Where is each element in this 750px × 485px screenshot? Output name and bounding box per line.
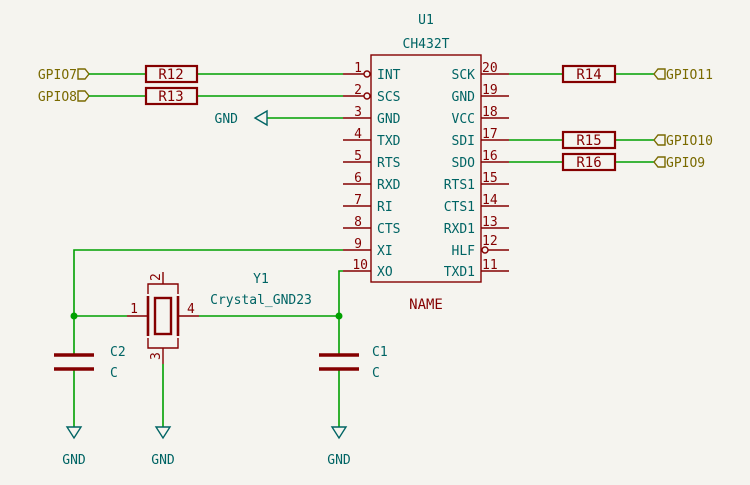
u1-pin-10-num: 10 [352,258,368,273]
r13-ref: R13 [158,89,183,105]
u1-pin-20-name: SCK [452,68,476,83]
u1-pin-18-num: 18 [482,105,498,120]
u1-pin-7-num: 7 [354,193,362,208]
u1-ref: U1 [418,13,434,28]
gpio10-port[interactable]: GPIO10 [653,134,713,149]
gnd-label-c2: GND [62,453,86,468]
y1-pin-2-num: 2 [149,273,164,281]
gnd-symbol-c1: GND [327,426,351,468]
gpio9-label: GPIO9 [666,156,705,171]
u1-pin-4-name: TXD [377,134,401,149]
u1-pin-5-num: 5 [354,149,362,164]
junction-xi [70,312,78,320]
u1-pin-12-name: HLF [452,244,476,259]
u1-pin-6-num: 6 [354,171,362,186]
u1-pin-14-num: 14 [482,193,498,208]
r16-ref: R16 [576,155,601,171]
u1-pin-8-name: CTS [377,222,400,237]
c2-ref: C2 [110,345,126,360]
u1-pin-5-name: RTS [377,156,400,171]
u1-pin-13-num: 13 [482,215,498,230]
wire-xi [73,249,343,316]
u1-pin-1-name: INT [377,68,401,83]
gpio11-label: GPIO11 [666,68,713,83]
u1-pin-14-name: CTS1 [444,200,475,215]
r12-ref: R12 [158,67,183,83]
r15-ref: R15 [576,133,601,149]
u1-ic[interactable]: U1 CH432T NAME 1 2 3 4 5 6 7 [343,13,509,313]
u1-pin-2-num: 2 [354,83,362,98]
r14-ref: R14 [576,67,601,83]
c1-ref: C1 [372,345,388,360]
gpio10-label: GPIO10 [666,134,713,149]
gpio7-label: GPIO7 [38,68,77,83]
u1-pin-8-num: 8 [354,215,362,230]
junction-xo [335,312,343,320]
gpio7-port[interactable]: GPIO7 [38,68,90,83]
r14-resistor[interactable]: R14 [561,64,617,84]
y1-ref: Y1 [253,272,269,287]
gpio9-port[interactable]: GPIO9 [653,156,705,171]
u1-pin-1-num: 1 [354,61,362,76]
u1-pin-19-num: 19 [482,83,498,98]
y1-pin-1-num: 1 [130,302,138,317]
u1-pin-10-name: XO [377,265,393,280]
u1-pin-9-name: XI [377,244,393,259]
gnd-label-y1: GND [151,453,175,468]
u1-pin-9-num: 9 [354,237,362,252]
y1-pin-4-num: 4 [187,302,195,317]
u1-pin-17-num: 17 [482,127,498,142]
gnd-label-pin3: GND [215,112,239,127]
u1-pin-13-name: RXD1 [444,222,475,237]
u1-pin-16-name: SDO [452,156,476,171]
u1-pin-4-num: 4 [354,127,362,142]
y1-pin-3-num: 3 [149,352,164,360]
u1-pin-15-num: 15 [482,171,498,186]
c2-capacitor[interactable]: C2 C [54,345,126,381]
u1-pin-2-name: SCS [377,90,400,105]
u1-pin-19-name: GND [452,90,476,105]
u1-pin-7-name: RI [377,200,393,215]
u1-pin-12-num: 12 [482,234,498,249]
r12-resistor[interactable]: R12 [144,64,199,84]
u1-pin-17-name: SDI [452,134,475,149]
u1-pin-3-name: GND [377,112,401,127]
gnd-symbol-y1: GND [151,426,175,468]
c1-capacitor[interactable]: C1 C [319,345,388,381]
u1-pin-16-num: 16 [482,149,498,164]
gpio8-label: GPIO8 [38,90,77,105]
u1-pin-15-name: RTS1 [444,178,475,193]
gnd-symbol-c2: GND [62,426,86,468]
gnd-label-c1: GND [327,453,351,468]
wire-xo [338,270,343,316]
u1-value: CH432T [403,37,450,52]
u1-pin-3-num: 3 [354,105,362,120]
y1-value: Crystal_GND23 [210,293,312,308]
r16-resistor[interactable]: R16 [561,152,617,172]
gpio11-port[interactable]: GPIO11 [653,68,713,83]
y1-crystal[interactable]: 1 2 3 4 Y1 Crystal_GND23 [127,272,312,364]
c2-value: C [110,366,118,381]
u1-pin-11-name: TXD1 [444,265,475,280]
u1-pin-11-num: 11 [482,258,498,273]
u1-body [370,54,482,283]
r13-resistor[interactable]: R13 [144,86,199,106]
u1-footprint-label: NAME [409,297,443,313]
gpio8-port[interactable]: GPIO8 [38,90,90,105]
c1-value: C [372,366,380,381]
gnd-symbol-pin3: GND [215,109,268,127]
u1-pin-6-name: RXD [377,178,401,193]
r15-resistor[interactable]: R15 [561,130,617,150]
u1-pin-20-num: 20 [482,61,498,76]
u1-pin-18-name: VCC [452,112,475,127]
